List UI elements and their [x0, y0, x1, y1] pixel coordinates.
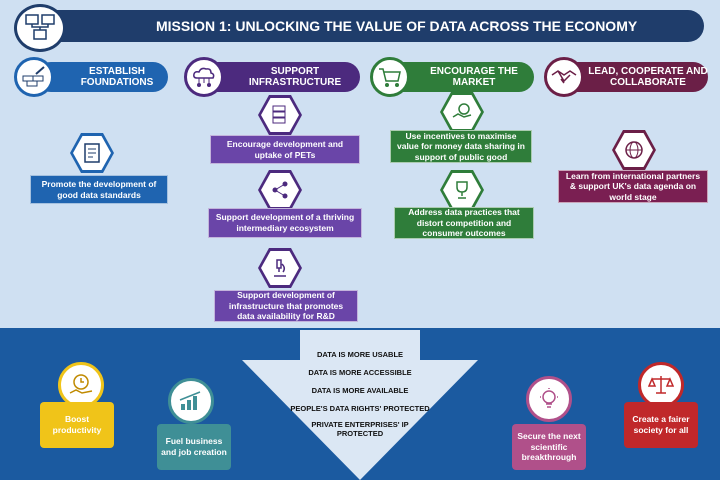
action-text: Support development of a thriving interm…: [215, 212, 355, 233]
impact-box: Fuel business and job creation: [157, 424, 231, 470]
growth-chart-icon: [168, 378, 214, 424]
outcome-ip-protected: PRIVATE ENTERPRISES' IP PROTECTED: [311, 420, 409, 438]
action-box: Use incentives to maximise value for mon…: [390, 130, 532, 163]
action-text: Encourage development and uptake of PETs: [226, 138, 344, 160]
action-text: Promote the development of good data sta…: [41, 178, 157, 200]
impact-text: Fuel business and job creation: [161, 436, 227, 457]
server-lock-icon: [258, 95, 302, 135]
share-icon: [258, 170, 302, 210]
action-box: Address data practices that distort comp…: [394, 207, 534, 239]
lightbulb-icon: [526, 376, 572, 422]
cloud-network-icon: [184, 57, 224, 97]
column-label: LEAD, COOPERATE AND COLLABORATE: [588, 65, 708, 89]
handshake-icon: [544, 57, 584, 97]
action-box: Promote the development of good data sta…: [30, 175, 168, 204]
action-box: Encourage development and uptake of PETs: [210, 135, 360, 164]
column-header-market: ENCOURAGE THE MARKET: [384, 62, 534, 92]
action-text: Learn from international partners & supp…: [565, 170, 701, 202]
shopping-cart-icon: [370, 57, 410, 97]
outcomes-arrow: [242, 330, 478, 480]
impact-box: Boost productivity: [40, 402, 114, 448]
impact-text: Secure the next scientific breakthrough: [517, 431, 581, 463]
action-text: Use incentives to maximise value for mon…: [396, 130, 525, 162]
money-hand-icon: [440, 92, 484, 132]
outcome-available: DATA IS MORE AVAILABLE: [311, 386, 409, 395]
column-header-foundations: ESTABLISH FOUNDATIONS: [36, 62, 168, 92]
action-box: Learn from international partners & supp…: [558, 170, 708, 203]
impact-box: Secure the next scientific breakthrough: [512, 424, 586, 470]
column-header-lead: LEAD, COOPERATE AND COLLABORATE: [558, 62, 708, 92]
page-title: MISSION 1: UNLOCKING THE VALUE OF DATA A…: [36, 10, 704, 42]
column-label: ESTABLISH FOUNDATIONS: [80, 65, 154, 89]
action-box: Support development of a thriving interm…: [208, 208, 362, 238]
impact-text: Boost productivity: [52, 414, 102, 435]
upper-panel: [0, 0, 720, 328]
action-text: Support development of infrastructure th…: [228, 290, 344, 322]
action-box: Support development of infrastructure th…: [214, 290, 358, 322]
trophy-icon: [440, 170, 484, 210]
impact-text: Create a fairer society for all: [632, 414, 690, 435]
column-header-infrastructure: SUPPORT INFRASTRUCTURE: [200, 62, 360, 92]
impact-box: Create a fairer society for all: [624, 402, 698, 448]
outcome-usable: DATA IS MORE USABLE: [316, 350, 404, 359]
checklist-icon: [70, 133, 114, 173]
title-text: MISSION 1: UNLOCKING THE VALUE OF DATA A…: [156, 18, 638, 34]
column-label: ENCOURAGE THE MARKET: [430, 65, 518, 89]
microscope-icon: [258, 248, 302, 288]
outcome-data-rights: PEOPLE'S DATA RIGHTS' PROTECTED: [290, 404, 430, 413]
scales-icon: [638, 362, 684, 408]
computer-network-icon: [14, 4, 66, 52]
bricks-trowel-icon: [14, 57, 54, 97]
outcome-accessible: DATA IS MORE ACCESSIBLE: [308, 368, 412, 377]
column-label: SUPPORT INFRASTRUCTURE: [248, 65, 342, 89]
action-text: Address data practices that distort comp…: [408, 207, 520, 239]
